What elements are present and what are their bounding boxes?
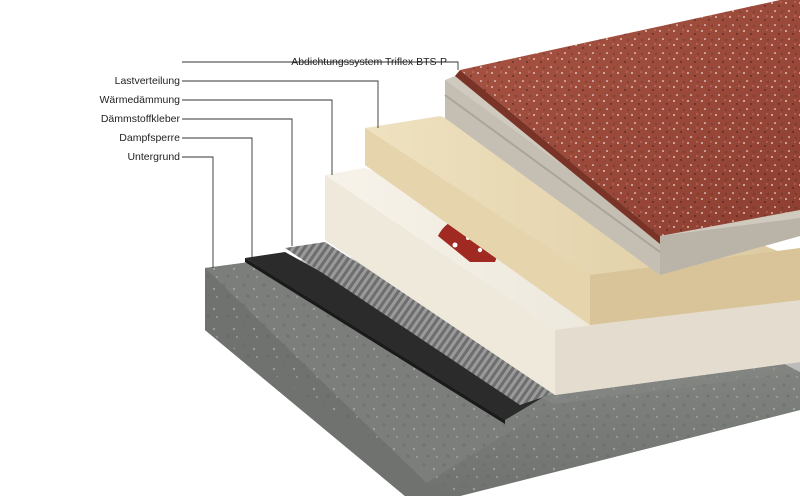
leader-coating xyxy=(450,61,459,70)
leader-insulation xyxy=(182,99,333,175)
label-thermal-insulation: Wärmedämmung xyxy=(99,94,180,106)
leader-vapour-barrier xyxy=(182,137,253,258)
label-load-distribution: Lastverteilung xyxy=(114,75,180,87)
leader-lines xyxy=(182,61,459,268)
load-distribution-layer xyxy=(365,116,800,325)
insulation-layer xyxy=(325,168,800,395)
leader-substrate xyxy=(182,156,214,268)
label-insulation-adhesive: Dämmstoffkleber xyxy=(100,113,180,125)
leader-adhesive xyxy=(182,118,293,246)
label-coating-system: Abdichtungssystem Triflex BTS-P xyxy=(291,56,447,68)
leader-load-distribution xyxy=(182,80,379,128)
adhesive-layer xyxy=(285,242,558,405)
coating-layer xyxy=(455,0,800,244)
label-vapour-barrier: Dampfsperre xyxy=(119,132,180,144)
vapour-barrier-layer xyxy=(245,252,545,424)
label-substrate: Untergrund xyxy=(127,151,180,163)
